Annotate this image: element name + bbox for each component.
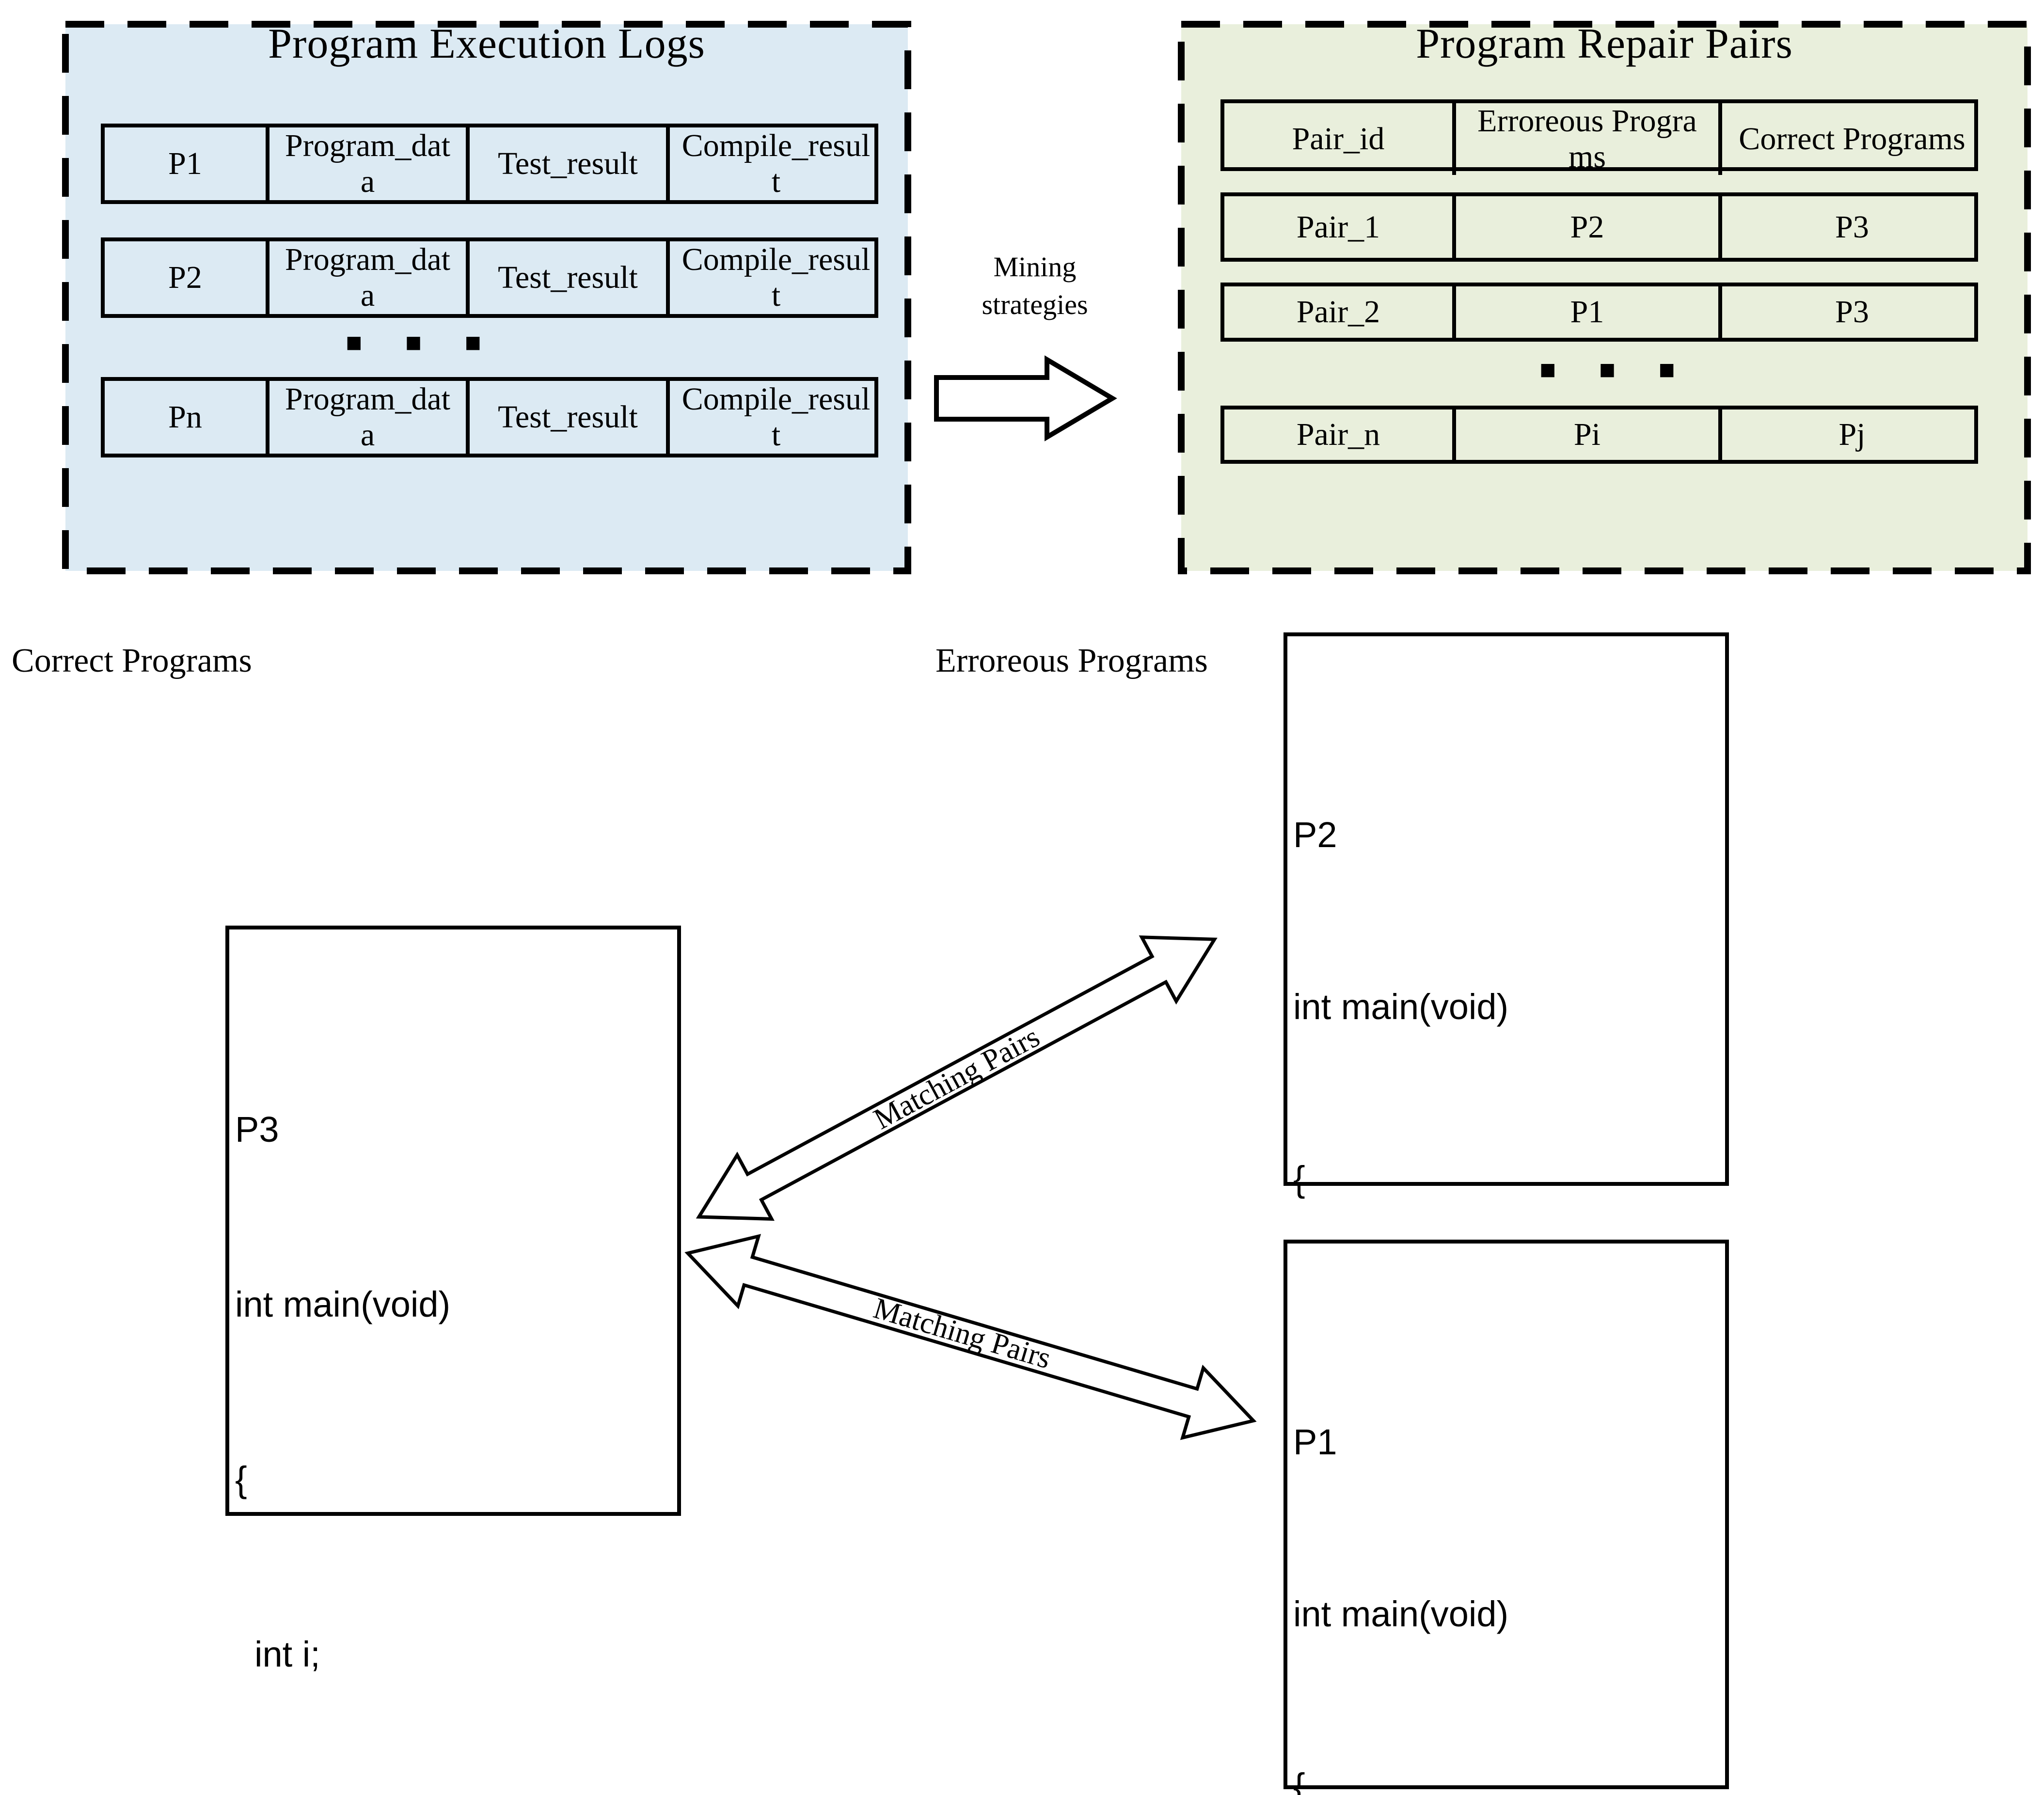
matching-pairs-arrow-2 bbox=[684, 1234, 1257, 1440]
log-program-id-cell: Pn bbox=[168, 399, 202, 435]
code-line: int main(void) bbox=[1293, 1594, 1509, 1634]
repair-pair-row: Pair_2 P1 P3 bbox=[1220, 283, 1978, 342]
repair-pairs-header-row: Pair_id Erroreous Programs Correct Progr… bbox=[1220, 99, 1978, 175]
code-block-p2: P2 int main(void) { int i; double sum=1;… bbox=[1283, 632, 1729, 1715]
header-pair-id: Pair_id bbox=[1292, 121, 1385, 157]
code-line: int main(void) bbox=[235, 1284, 451, 1324]
code-line: int main(void) bbox=[1293, 987, 1509, 1027]
code-line: P2 bbox=[1293, 815, 1337, 855]
matching-pairs-arrow-1 bbox=[696, 935, 1218, 1221]
mining-label-line1: Mining bbox=[993, 251, 1077, 283]
header-correct-programs: Correct Programs bbox=[1718, 103, 1982, 175]
pair-erroreous-cell: P2 bbox=[1452, 196, 1718, 258]
repair-pair-row: Pair_1 P2 P3 bbox=[1220, 192, 1978, 262]
log-test-result-cell: Test_result bbox=[466, 381, 666, 454]
log-program-id-cell: P1 bbox=[168, 146, 202, 181]
log-compile-result-cell: Compile_result bbox=[666, 381, 882, 454]
code-block-p1: P1 int main(void) { int i; int sum=1; fo… bbox=[1283, 1240, 1729, 1795]
code-block-p3: P3 int main(void) { int i; double sum=1;… bbox=[225, 926, 681, 1674]
code-line: { bbox=[235, 1459, 247, 1499]
log-compile-result-cell: Compile_result bbox=[666, 241, 882, 314]
execution-logs-panel-bg bbox=[62, 21, 911, 574]
repair-pairs-title: Program Repair Pairs bbox=[1416, 20, 1793, 67]
mining-strategies-label: Mining strategies bbox=[914, 248, 1156, 324]
repair-pairs-table: Pair_1 P2 P3 Pair_2 P1 P3 Pair_n Pi Pj bbox=[1220, 192, 1978, 464]
log-program-id-cell: P2 bbox=[168, 260, 202, 295]
execution-log-table: P1 Program_data Test_result Compile_resu… bbox=[101, 124, 878, 491]
pair-correct-cell: Pj bbox=[1718, 409, 1982, 460]
repair-pairs-ellipsis: ▪ ▪ ▪ bbox=[1538, 353, 1693, 384]
pair-id-cell: Pair_n bbox=[1296, 417, 1380, 452]
code-line: P1 bbox=[1293, 1422, 1337, 1462]
pair-erroreous-cell: P1 bbox=[1452, 286, 1718, 338]
log-program-data-cell: Program_data bbox=[266, 381, 466, 454]
execution-logs-title: Program Execution Logs bbox=[268, 20, 705, 67]
log-program-data-cell: Program_data bbox=[266, 241, 466, 314]
code-line: { bbox=[1293, 1159, 1305, 1199]
log-table-row: P1 Program_data Test_result Compile_resu… bbox=[101, 124, 878, 204]
pair-id-cell: Pair_1 bbox=[1296, 209, 1380, 245]
mining-block-arrow-icon bbox=[934, 355, 1117, 441]
log-program-data-cell: Program_data bbox=[266, 127, 466, 200]
mining-label-line2: strategies bbox=[982, 289, 1088, 320]
pair-correct-cell: P3 bbox=[1718, 286, 1982, 338]
code-line: int i; bbox=[254, 1634, 320, 1674]
log-test-result-cell: Test_result bbox=[466, 127, 666, 200]
log-test-result-cell: Test_result bbox=[466, 241, 666, 314]
log-table-row: P2 Program_data Test_result Compile_resu… bbox=[101, 237, 878, 318]
repair-pairs-panel-bg bbox=[1178, 21, 2031, 574]
repair-pair-row: Pair_n Pi Pj bbox=[1220, 406, 1978, 464]
log-table-row: Pn Program_data Test_result Compile_resu… bbox=[101, 377, 878, 457]
header-erroreous-programs: Erroreous Programs bbox=[1452, 103, 1718, 175]
code-line: { bbox=[1293, 1766, 1305, 1795]
pair-correct-cell: P3 bbox=[1718, 196, 1982, 258]
correct-programs-label: Correct Programs bbox=[12, 642, 252, 679]
erroreous-programs-label: Erroreous Programs bbox=[935, 642, 1208, 679]
log-compile-result-cell: Compile_result bbox=[666, 127, 882, 200]
pair-erroreous-cell: Pi bbox=[1452, 409, 1718, 460]
execution-logs-ellipsis: ▪ ▪ ▪ bbox=[345, 326, 499, 357]
pair-id-cell: Pair_2 bbox=[1296, 294, 1380, 330]
code-line: P3 bbox=[235, 1109, 279, 1149]
